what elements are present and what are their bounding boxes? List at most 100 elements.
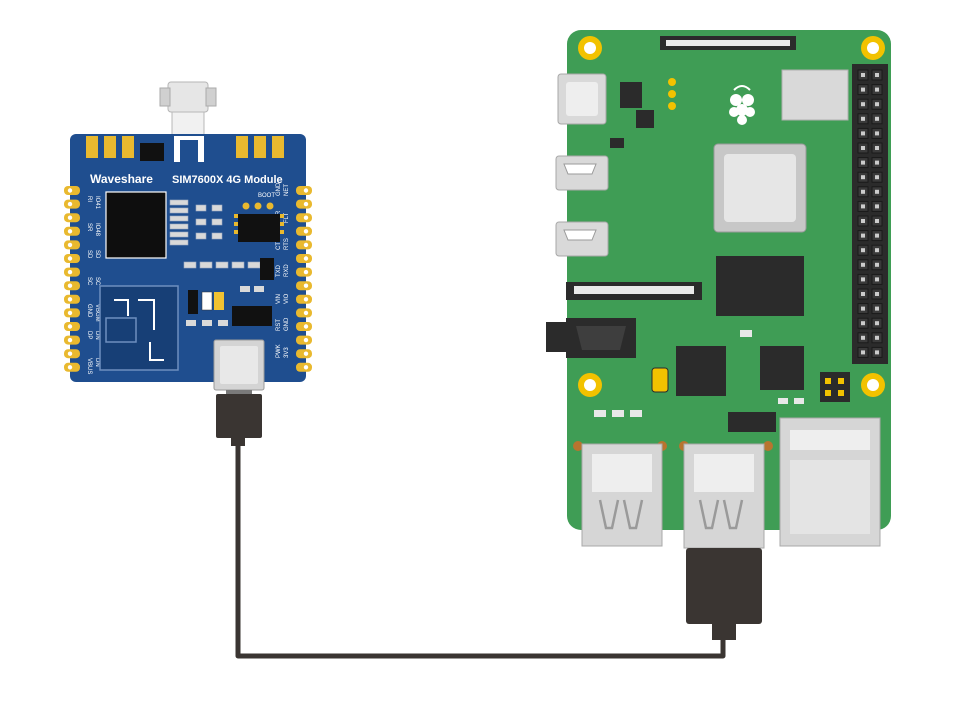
pin-label: SR (86, 223, 92, 232)
pin-label: RXD (284, 264, 290, 277)
gpio-pin-tip (861, 146, 865, 150)
usb-port-1 (581, 443, 663, 547)
gpio-pin-tip (875, 175, 879, 180)
gpio-pin-tip (875, 131, 879, 136)
pin-label: 3V3 (284, 347, 290, 358)
pad-hole (303, 188, 309, 193)
module-model: SIM7600X 4G Module (172, 174, 283, 186)
pin-label: VBGM (94, 304, 100, 322)
pad-hole (303, 215, 309, 220)
gpio-pin-tip (875, 292, 879, 296)
pin-label: GND (284, 317, 290, 331)
gpio-pin-tip (875, 277, 879, 282)
module-brand: Waveshare (90, 172, 153, 186)
pad-hole (303, 324, 309, 329)
pad-hole (67, 351, 73, 356)
pin-label: RI (86, 196, 92, 202)
pin-label: DN (94, 331, 100, 340)
gpio-pin-tip (875, 321, 879, 326)
soc-chip (713, 143, 807, 233)
pad-hole (67, 365, 73, 370)
pad-hole (303, 229, 309, 234)
pin-label: SC (94, 277, 100, 286)
pad-hole (67, 215, 73, 220)
pin-label: VIO (284, 293, 290, 304)
pad-hole (303, 242, 309, 248)
sim7600-usb-port (213, 339, 265, 391)
gpio-pin-tip (861, 248, 865, 253)
pin-label: RST (276, 319, 282, 331)
gpio-pin-tip (861, 277, 865, 282)
pin-label: SC (86, 277, 92, 286)
wifi-shield (781, 69, 849, 121)
gpio-pin-tip (861, 350, 865, 355)
pin-label: IO41 (94, 196, 100, 210)
pin-label: NET (284, 184, 290, 196)
pad-hole (67, 297, 73, 302)
pin-label: VBUS (86, 358, 92, 374)
pin-label: SD (86, 250, 92, 259)
gpio-pin-tip (875, 306, 879, 311)
usb-cable (235, 440, 726, 659)
gpio-pin-tip (861, 306, 865, 311)
gpio-pin-tip (875, 262, 879, 267)
pin-label: GND (86, 304, 92, 318)
gpio-pin-tip (861, 292, 865, 296)
sim-card-slot (99, 285, 179, 371)
pin-label: IO48 (94, 223, 100, 237)
sim7600-chip (105, 191, 167, 259)
pin-labels: RISRSDSCGNDDPVBUSIO41IO48SDSCVBGMDNDNNET… (86, 182, 290, 374)
gpio-pin-tip (875, 189, 879, 194)
gpio-pin-tip (861, 189, 865, 194)
gpio-pin-tip (875, 146, 879, 150)
pad-hole (303, 365, 309, 370)
pad-hole (67, 324, 73, 329)
gpio-pin-tip (861, 87, 865, 92)
pad-hole (303, 269, 309, 275)
pad-hole (67, 283, 73, 288)
pin-label: GND (276, 182, 282, 196)
gpio-pin-tip (861, 102, 865, 107)
boot-label: BOOT (258, 193, 275, 199)
pad-hole (303, 351, 309, 356)
gpio-pin-tip (875, 160, 879, 165)
gpio-header (852, 64, 888, 364)
gpio-pin-tip (875, 219, 879, 223)
raspberry-logo (729, 85, 755, 125)
gpio-pin-tip (861, 160, 865, 165)
gpio-pin-tip (875, 204, 879, 209)
pin-label: PWK (276, 344, 282, 358)
gpio-pin-tip (875, 335, 879, 340)
pin-label: VIN (276, 294, 282, 304)
gpio-pin-tip (875, 233, 879, 238)
gpio-pin-tip (861, 204, 865, 209)
pad-hole (303, 201, 309, 207)
pad-hole (67, 188, 73, 193)
gpio-pin-tip (875, 248, 879, 253)
mounting-holes (578, 36, 885, 397)
pad-hole (67, 242, 73, 248)
gpio-pin-tip (861, 131, 865, 136)
pin-label: FLT (284, 212, 290, 223)
pin-label: RTS (284, 238, 290, 250)
gpio-pin-tip (861, 73, 865, 77)
pad-hole (67, 256, 73, 261)
sim7600-module: Waveshare SIM7600X 4G Module BOOT RI SR SD… (64, 81, 312, 446)
pad-hole (67, 269, 73, 275)
pad-hole (303, 283, 309, 288)
raspberry-pi (546, 30, 891, 640)
gpio-pin-tip (861, 116, 865, 121)
module-cable-plug (216, 390, 262, 446)
pin-label: TXD (276, 264, 282, 277)
pad-hole (67, 229, 73, 234)
gpio-pin-tip (861, 219, 865, 223)
gpio-pin-tip (875, 350, 879, 355)
pin-label: DN (94, 358, 100, 367)
gpio-pin-tip (875, 116, 879, 121)
gpio-pin-tip (861, 262, 865, 267)
gpio-pin-tip (861, 335, 865, 340)
gpio-pin-tip (861, 175, 865, 180)
pi-cable-plug (686, 548, 762, 640)
gpio-pin-tip (875, 102, 879, 107)
